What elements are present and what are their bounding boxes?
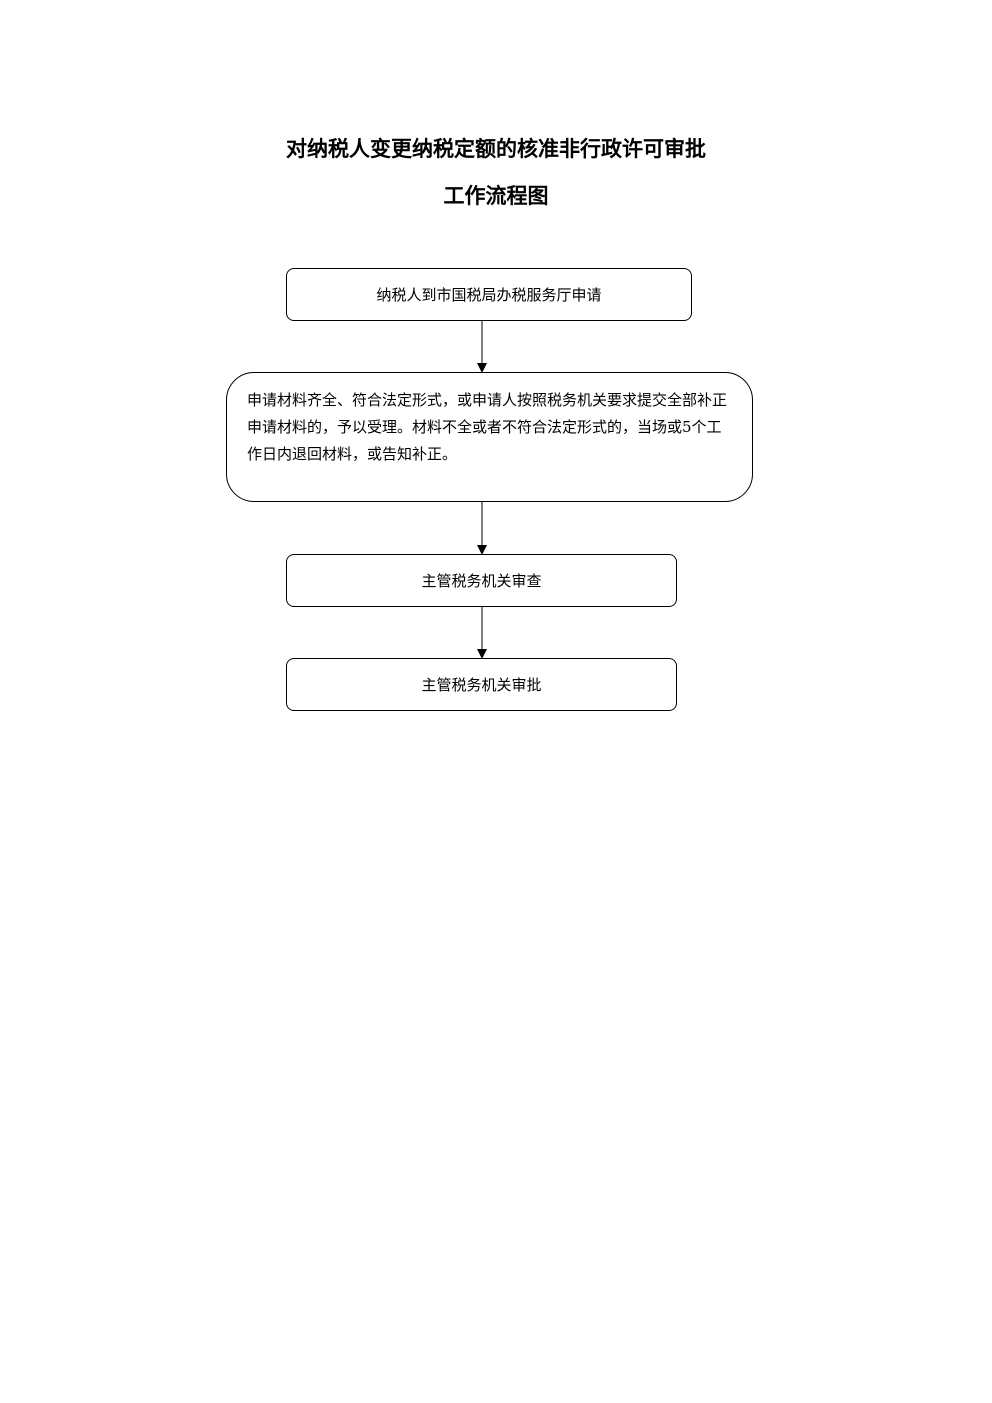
flow-step-acceptance: 申请材料齐全、符合法定形式，或申请人按照税务机关要求提交全部补正申请材料的，予以… <box>226 372 753 502</box>
flow-step-label: 主管税务机关审查 <box>421 572 542 590</box>
flow-step-label: 申请材料齐全、符合法定形式，或申请人按照税务机关要求提交全部补正申请材料的，予以… <box>247 391 728 463</box>
flow-step-label: 纳税人到市国税局办税服务厅申请 <box>376 286 602 304</box>
flow-step-label: 主管税务机关审批 <box>421 676 542 694</box>
flow-step-review: 主管税务机关审查 <box>286 554 677 607</box>
flow-step-approval: 主管税务机关审批 <box>286 658 677 711</box>
page-title: 对纳税人变更纳税定额的核准非行政许可审批 <box>286 137 706 161</box>
flow-step-apply: 纳税人到市国税局办税服务厅申请 <box>286 268 692 321</box>
page-subtitle: 工作流程图 <box>443 184 549 208</box>
